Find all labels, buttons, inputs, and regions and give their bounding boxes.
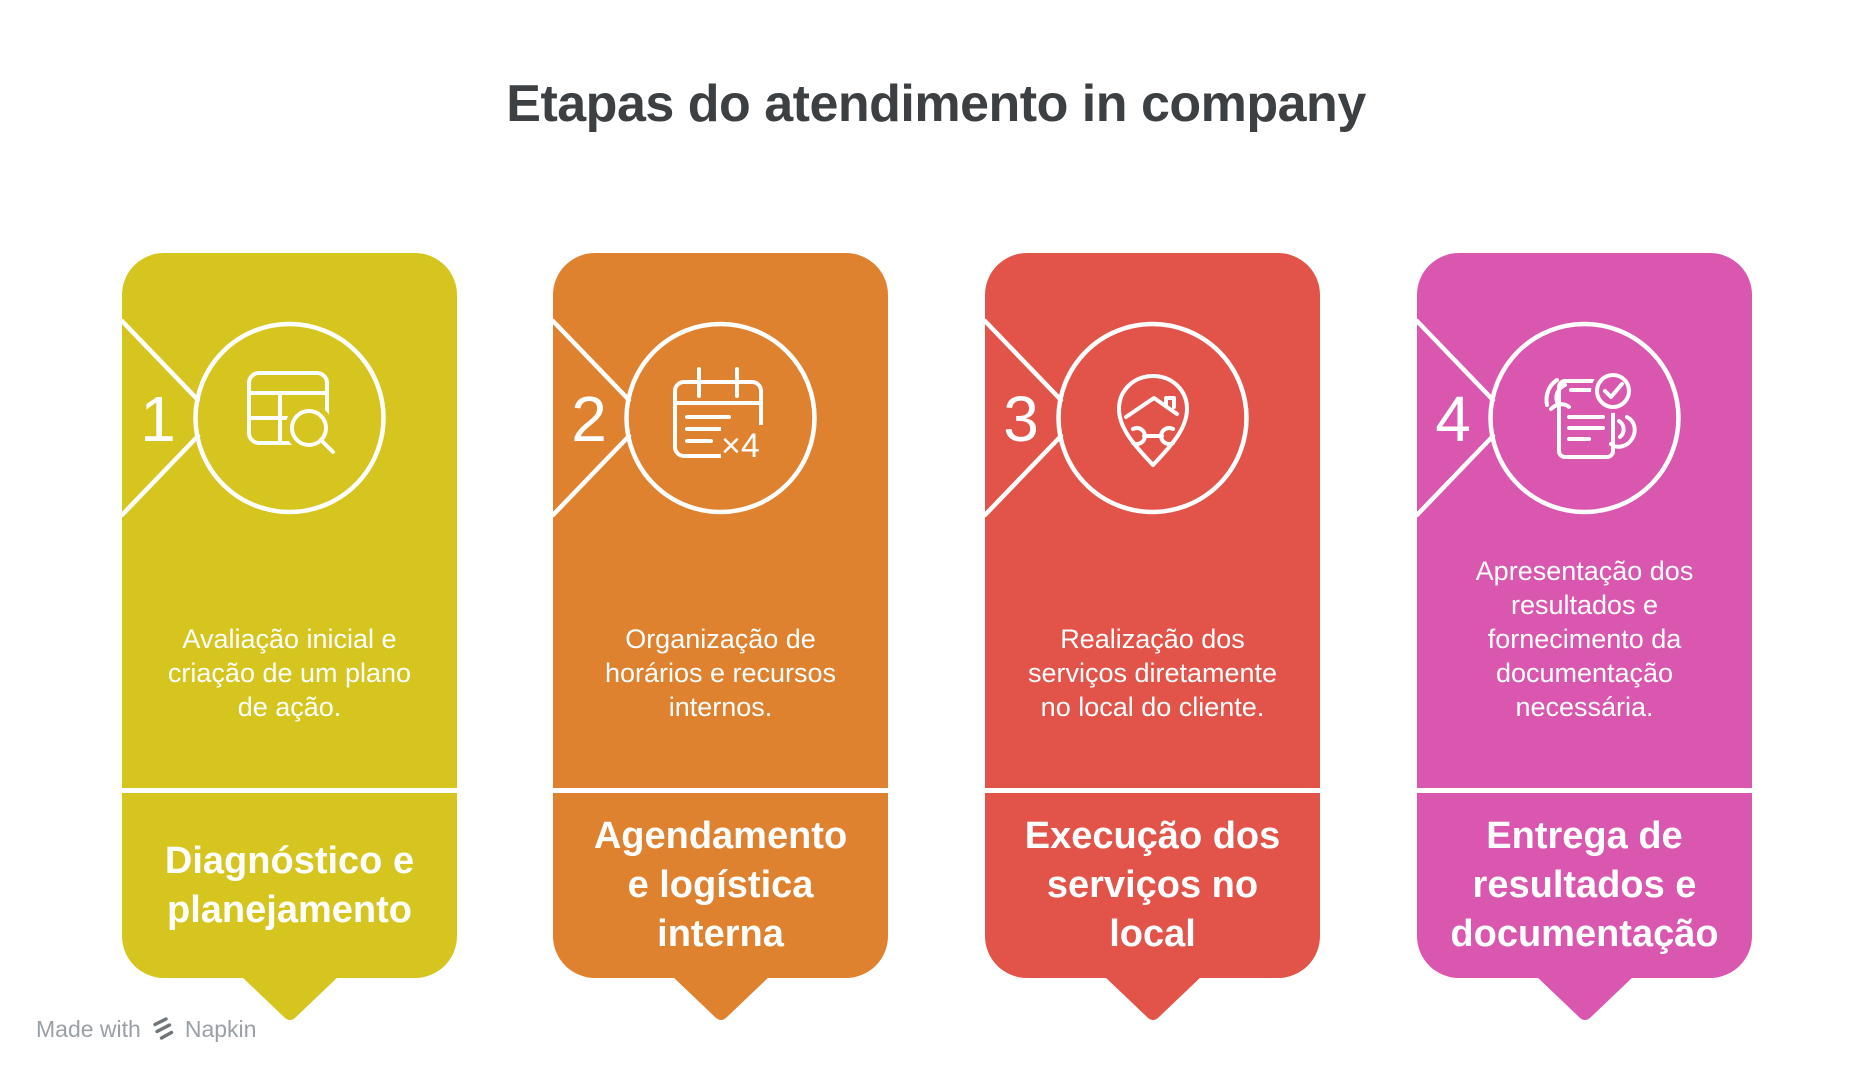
step-title: Agendamento e logística interna xyxy=(593,815,848,955)
location-pin-service-icon xyxy=(1117,374,1189,467)
step-3-decoration xyxy=(982,318,1249,518)
step-number: 1 xyxy=(140,383,176,455)
card-tail xyxy=(670,975,771,1020)
card-tail xyxy=(1102,975,1203,1020)
step-card-1-body: 1 Avaliação inicial e criação de um plan… xyxy=(119,253,457,978)
document-handover-icon xyxy=(1544,369,1637,459)
chevron-top-line xyxy=(550,318,632,403)
chevron-bottom-line xyxy=(1414,433,1496,518)
chevron-bottom-line xyxy=(982,433,1064,518)
chevron-top-line xyxy=(982,318,1064,403)
step-title: Entrega de resultados e documentação xyxy=(1450,815,1719,955)
divider xyxy=(553,788,888,793)
svg-text:×4: ×4 xyxy=(721,427,760,465)
step-number: 2 xyxy=(571,383,607,455)
step-card-4: 4 Apresentação dos resultados e fornecim… xyxy=(1414,253,1752,1028)
napkin-logo-icon xyxy=(153,1017,174,1040)
icon-circle xyxy=(624,321,817,515)
step-title: Diagnóstico e planejamento xyxy=(164,839,415,931)
step-description: Realização dos serviços diretamente no l… xyxy=(1027,624,1278,722)
chevron-bottom-line xyxy=(119,433,201,518)
divider xyxy=(1417,788,1752,793)
step-card-4-body: 4 Apresentação dos resultados e fornecim… xyxy=(1414,253,1752,978)
step-number: 3 xyxy=(1003,383,1039,455)
watermark: Made with Napkin xyxy=(36,1014,256,1044)
divider xyxy=(985,788,1320,793)
chevron-top-line xyxy=(1414,318,1496,403)
step-card-3-body: 3 Realização dos serviços diretamente no… xyxy=(982,253,1320,978)
table-search-icon xyxy=(247,371,335,454)
watermark-brand: Napkin xyxy=(184,1016,257,1042)
step-card-1: 1 Avaliação inicial e criação de um plan… xyxy=(119,253,457,1028)
step-description: Apresentação dos resultados e fornecimen… xyxy=(1475,556,1694,722)
icon-circle xyxy=(193,321,386,515)
step-title: Execução dos serviços no local xyxy=(1024,815,1281,955)
calendar-x4-icon: ×4 xyxy=(673,367,767,465)
step-number: 4 xyxy=(1435,383,1471,455)
icon-circle xyxy=(1488,321,1681,515)
step-1-decoration xyxy=(119,318,386,518)
step-description: Organização de horários e recursos inter… xyxy=(604,624,837,722)
chevron-bottom-line xyxy=(550,433,632,518)
page-title: Etapas do atendimento in company xyxy=(506,75,1366,133)
step-card-2: ×4 2 Organização de horários e recursos … xyxy=(550,253,888,1028)
step-2-decoration: ×4 xyxy=(550,318,817,518)
step-4-decoration xyxy=(1414,318,1681,518)
step-description: Avaliação inicial e criação de um plano … xyxy=(167,624,412,722)
chevron-top-line xyxy=(119,318,201,403)
card-tail xyxy=(1534,975,1635,1020)
step-card-3: 3 Realização dos serviços diretamente no… xyxy=(982,253,1320,1028)
watermark-prefix: Made with xyxy=(36,1016,141,1042)
card-tail xyxy=(239,975,340,1020)
divider xyxy=(122,788,457,793)
icon-circle xyxy=(1056,321,1249,515)
step-card-2-body: ×4 2 Organização de horários e recursos … xyxy=(550,253,888,978)
